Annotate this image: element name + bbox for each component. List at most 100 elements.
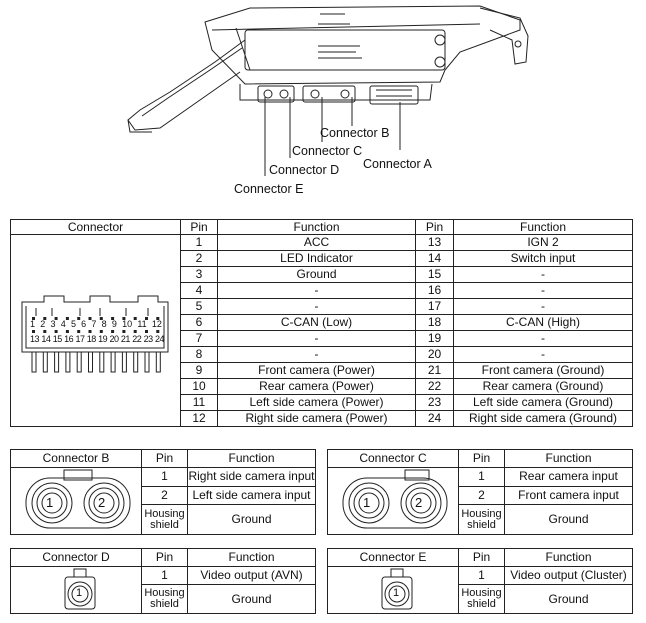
pin-terminal — [32, 330, 35, 333]
connector-c-pin: 2 — [458, 485, 505, 506]
connector-d-table: Connector D Pin Function 1 Video output … — [10, 548, 316, 614]
pin-cell: 7 — [180, 330, 218, 347]
face-label-2: 2 — [415, 495, 423, 510]
header-pin: Pin — [180, 219, 218, 235]
pin-cell: 12 — [180, 410, 218, 427]
connector-a-face-cell — [10, 234, 181, 427]
connector-d-function-header: Function — [187, 548, 316, 567]
face-label-2: 2 — [98, 495, 106, 510]
pin-terminal — [133, 317, 137, 320]
pin-cell: 1 — [180, 234, 218, 251]
pin-leg — [110, 352, 116, 373]
pin-terminal — [156, 330, 160, 333]
pin-terminal — [54, 330, 58, 333]
pin-cell: 22 — [415, 378, 454, 395]
pin-number-label: 2 — [40, 319, 46, 329]
connector-d-pin-header: Pin — [141, 548, 188, 567]
connector-b-face: 1 2 — [24, 468, 132, 532]
face-label-1: 1 — [46, 495, 54, 510]
pin-number-label: 22 — [132, 334, 142, 344]
pin-number-label: 4 — [60, 319, 66, 329]
function-cell: - — [217, 346, 416, 363]
pin-number-label: 8 — [101, 319, 107, 329]
pin-terminal — [32, 317, 35, 320]
pin-row: 7-19- — [11, 330, 633, 347]
pin-terminal — [65, 330, 69, 333]
pin-terminal — [145, 317, 148, 320]
function-cell: - — [453, 282, 633, 299]
connector-b-function: Left side camera input — [187, 485, 316, 506]
pin-terminal — [111, 330, 115, 333]
function-cell: - — [453, 330, 633, 347]
pin-cell: 4 — [180, 282, 218, 299]
pin-terminal — [43, 317, 47, 320]
pin-terminal — [122, 330, 126, 333]
pin-cell: 19 — [415, 330, 454, 347]
pin-terminal — [88, 317, 92, 320]
pin-cell: 3 — [180, 266, 218, 283]
pin-leg — [54, 352, 60, 373]
face-label-1: 1 — [76, 587, 83, 599]
pin-terminal — [88, 330, 92, 333]
connector-e-pin-header: Pin — [458, 548, 505, 567]
pin-cell: 13 — [415, 234, 454, 251]
pin-leg — [155, 352, 161, 373]
pin-cell: 16 — [415, 282, 454, 299]
pin-number-label: 6 — [81, 319, 87, 329]
pin-leg — [31, 352, 37, 373]
connector-c-pin-header: Pin — [458, 449, 505, 468]
connector-e-face: 1 — [379, 568, 415, 612]
function-cell: C-CAN (Low) — [217, 314, 416, 331]
function-cell: Right side camera (Power) — [217, 410, 416, 427]
connector-e-function-header: Function — [504, 548, 633, 567]
pin-terminal — [145, 330, 148, 333]
connector-d-pin: Housing shield — [141, 584, 188, 614]
pin-cell: 21 — [415, 362, 454, 379]
connector-e-function: Video output (Cluster) — [504, 566, 633, 585]
function-cell: Ground — [217, 266, 416, 283]
pin-cell: 2 — [180, 250, 218, 267]
pin-terminal — [77, 317, 81, 320]
connector-e-function: Ground — [504, 584, 633, 614]
pin-number-label: 3 — [50, 319, 56, 329]
pin-cell: 9 — [180, 362, 218, 379]
function-cell: LED Indicator — [217, 250, 416, 267]
pin-cell: 23 — [415, 394, 454, 411]
connector-d-face: 1 — [62, 568, 98, 612]
connector-b-function: Ground — [187, 504, 316, 535]
connector-e-pin: 1 — [458, 566, 505, 585]
pin-leg — [76, 352, 82, 373]
pin-leg — [65, 352, 71, 373]
pin-number-label: 12 — [151, 319, 162, 329]
pin-number-label: 1 — [30, 319, 36, 329]
function-cell: - — [453, 298, 633, 315]
pin-cell: 18 — [415, 314, 454, 331]
connector-c-title: Connector C — [327, 449, 459, 468]
pin-number-label: 24 — [154, 334, 165, 344]
pin-terminal — [77, 330, 81, 333]
connector-c-face: 1 2 — [341, 468, 449, 532]
pin-number-label: 21 — [120, 334, 131, 344]
header-function-2: Function — [453, 219, 633, 235]
connector-c-function: Front camera input — [504, 485, 633, 506]
pin-number-label: 5 — [70, 319, 76, 329]
face-label-1: 1 — [363, 495, 371, 510]
connector-e-table: Connector E Pin Function 1 Video output … — [327, 548, 633, 614]
connector-c-function: Ground — [504, 504, 633, 535]
housing-shield-label: Housing shield — [144, 587, 185, 610]
pin-number-label: 18 — [86, 334, 97, 344]
pin-terminal — [99, 330, 103, 333]
pin-number-label: 13 — [30, 334, 40, 344]
header-function: Function — [217, 219, 416, 235]
housing-shield-label: Housing shield — [144, 507, 185, 531]
pin-number-label: 15 — [52, 334, 63, 344]
pin-number-label: 16 — [64, 334, 74, 344]
pin-number-label: 19 — [98, 334, 108, 344]
connector-e-pin: Housing shield — [458, 584, 505, 614]
connector-e-title: Connector E — [327, 548, 459, 567]
pin-cell: 8 — [180, 346, 218, 363]
